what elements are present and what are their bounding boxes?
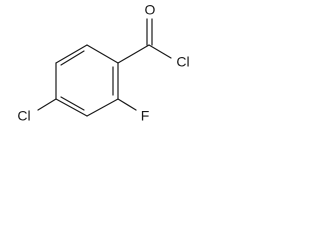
ring-bond-c5-c6 bbox=[55, 44, 88, 64]
ring-bond-c3-c4 bbox=[55, 98, 88, 117]
benzene-ring bbox=[55, 44, 119, 117]
ring-bond-c2-c3 bbox=[86, 98, 119, 117]
acyl-chlorine-label: Cl bbox=[176, 54, 189, 70]
ring-bond-c6-c1 bbox=[86, 44, 119, 64]
acyl-chloride-group: O Cl bbox=[117, 2, 190, 70]
bond-carbonyl-to-cl bbox=[148, 44, 172, 59]
bond-ring-to-chlorine bbox=[37, 98, 57, 111]
ring-chlorine-substituent: Cl bbox=[17, 98, 57, 124]
carbonyl-oxygen-label: O bbox=[145, 2, 156, 18]
ring-double-bond-inner-2 bbox=[60, 96, 85, 111]
ring-chlorine-label: Cl bbox=[17, 108, 30, 124]
bond-ring-to-fluorine bbox=[117, 98, 137, 111]
bond-ring-to-carbonyl bbox=[117, 44, 150, 64]
ring-double-bond-inner-3 bbox=[60, 50, 85, 66]
fluorine-substituent: F bbox=[117, 98, 150, 124]
fluorine-label: F bbox=[141, 108, 150, 124]
structure-diagram: O Cl F Cl bbox=[17, 2, 190, 124]
